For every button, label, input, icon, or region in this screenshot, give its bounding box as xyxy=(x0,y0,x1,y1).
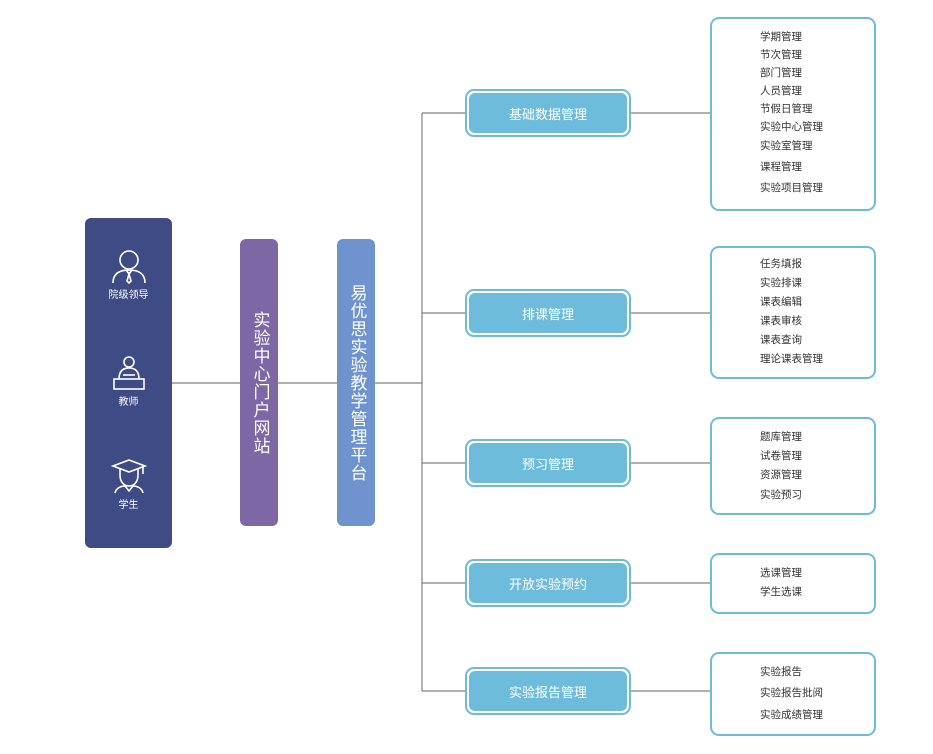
teacher-icon xyxy=(112,356,145,390)
submenu-item: 理论课表管理 xyxy=(760,353,823,365)
role-student: 学生 xyxy=(85,458,172,511)
submenu-item: 实验报告批阅 xyxy=(760,687,823,699)
submenu-item: 实验成绩管理 xyxy=(760,709,823,721)
submenu-item: 学生选课 xyxy=(760,586,802,598)
module-basic-data-label: 基础数据管理 xyxy=(469,93,627,133)
role-leader-label: 院级领导 xyxy=(108,290,149,301)
submenu-item: 实验中心管理 xyxy=(760,121,823,133)
submenu-item: 人员管理 xyxy=(760,85,802,97)
submenu-item: 实验项目管理 xyxy=(760,182,823,194)
submenu-item: 课表审核 xyxy=(760,315,802,327)
submenu-item: 学期管理 xyxy=(760,31,802,43)
module-preview-label: 预习管理 xyxy=(469,443,627,483)
submenu-item: 试卷管理 xyxy=(760,450,802,462)
submenu-item: 实验排课 xyxy=(760,277,802,289)
submenu-item: 节假日管理 xyxy=(760,103,813,115)
user-roles-panel: 院级领导 教师 学生 xyxy=(85,218,172,548)
submenu-item: 节次管理 xyxy=(760,49,802,61)
submenu-basic-data: 学期管理 节次管理 部门管理 人员管理 节假日管理 实验中心管理 实验室管理 课… xyxy=(710,17,876,211)
module-lab-report: 实验报告管理 xyxy=(465,667,631,715)
submenu-open-lab-booking: 选课管理 学生选课 xyxy=(710,553,876,614)
module-open-lab-booking-label: 开放实验预约 xyxy=(469,563,627,603)
user-tie-icon xyxy=(111,250,146,284)
submenu-preview: 题库管理 试卷管理 资源管理 实验预习 xyxy=(710,417,876,515)
submenu-item: 实验室管理 xyxy=(760,140,813,152)
role-teacher: 教师 xyxy=(85,355,172,408)
submenu-item: 资源管理 xyxy=(760,469,802,481)
platform-block: 易优思实验教学管理平台 xyxy=(337,239,375,526)
module-basic-data: 基础数据管理 xyxy=(465,89,631,137)
module-scheduling-label: 排课管理 xyxy=(469,293,627,333)
submenu-item: 实验报告 xyxy=(760,666,802,678)
submenu-item: 课表编辑 xyxy=(760,296,802,308)
portal-site-block: 实验中心门户网站 xyxy=(240,239,278,526)
submenu-lab-report: 实验报告 实验报告批阅 实验成绩管理 xyxy=(710,652,876,736)
submenu-item: 课程管理 xyxy=(760,161,802,173)
module-open-lab-booking: 开放实验预约 xyxy=(465,559,631,607)
submenu-item: 题库管理 xyxy=(760,431,802,443)
role-student-label: 学生 xyxy=(118,500,139,511)
submenu-item: 选课管理 xyxy=(760,567,802,579)
role-leader: 院级领导 xyxy=(85,248,172,301)
platform-label: 易优思实验教学管理平台 xyxy=(346,283,367,482)
role-teacher-label: 教师 xyxy=(118,397,139,408)
module-lab-report-label: 实验报告管理 xyxy=(469,671,627,711)
module-preview: 预习管理 xyxy=(465,439,631,487)
module-scheduling: 排课管理 xyxy=(465,289,631,337)
submenu-item: 部门管理 xyxy=(760,67,802,79)
submenu-item: 课表查询 xyxy=(760,334,802,346)
submenu-item: 实验预习 xyxy=(760,489,802,501)
graduate-icon xyxy=(110,459,147,494)
portal-site-label: 实验中心门户网站 xyxy=(249,310,270,455)
submenu-scheduling: 任务填报 实验排课 课表编辑 课表审核 课表查询 理论课表管理 xyxy=(710,246,876,379)
submenu-item: 任务填报 xyxy=(760,258,802,270)
